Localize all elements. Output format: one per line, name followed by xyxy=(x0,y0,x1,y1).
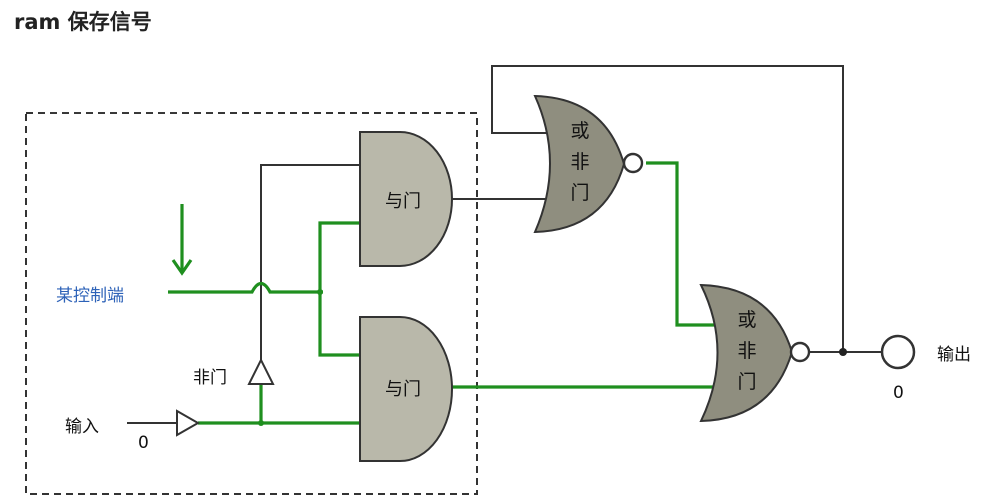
nor-gate-bottom-label: 或 非 门 xyxy=(737,309,757,393)
output-value: 0 xyxy=(893,383,904,403)
output-node xyxy=(880,334,916,370)
junction-control xyxy=(317,289,323,295)
input-buffer xyxy=(176,409,201,437)
junction-input xyxy=(258,420,264,426)
control-arrow xyxy=(171,204,193,276)
control-wire xyxy=(168,281,323,294)
feedback-wire xyxy=(491,65,844,352)
whiteout-patch xyxy=(28,56,243,94)
nor-gate-top xyxy=(533,94,626,234)
page-title: ram 保存信号 xyxy=(14,10,152,34)
and-gate-top-label: 与门 xyxy=(385,191,421,212)
and-gate-bottom-label: 与门 xyxy=(385,379,421,400)
not-output-wire xyxy=(260,164,360,360)
active-wires xyxy=(168,161,725,425)
input-value: 0 xyxy=(138,433,149,453)
input-label: 输入 xyxy=(65,417,99,437)
nor-gate-top-label: 或 非 门 xyxy=(570,120,590,204)
not-gate xyxy=(247,357,275,385)
nor-top-bubble xyxy=(622,152,644,174)
inactive-wires xyxy=(127,65,882,424)
nor-gate-bottom xyxy=(699,283,794,423)
dashed-enclosure xyxy=(25,112,478,495)
and-gate-top xyxy=(359,131,453,267)
and-gate-bottom xyxy=(359,316,453,462)
control-to-and-wire xyxy=(318,221,360,357)
control-label: 某控制端 xyxy=(56,286,124,306)
nor-bottom-bubble xyxy=(789,341,811,363)
output-label: 输出 xyxy=(937,345,971,365)
junction-output xyxy=(839,348,847,356)
not-gate-label: 非门 xyxy=(193,368,227,388)
nor-top-to-nor-bottom-wire xyxy=(646,161,722,327)
